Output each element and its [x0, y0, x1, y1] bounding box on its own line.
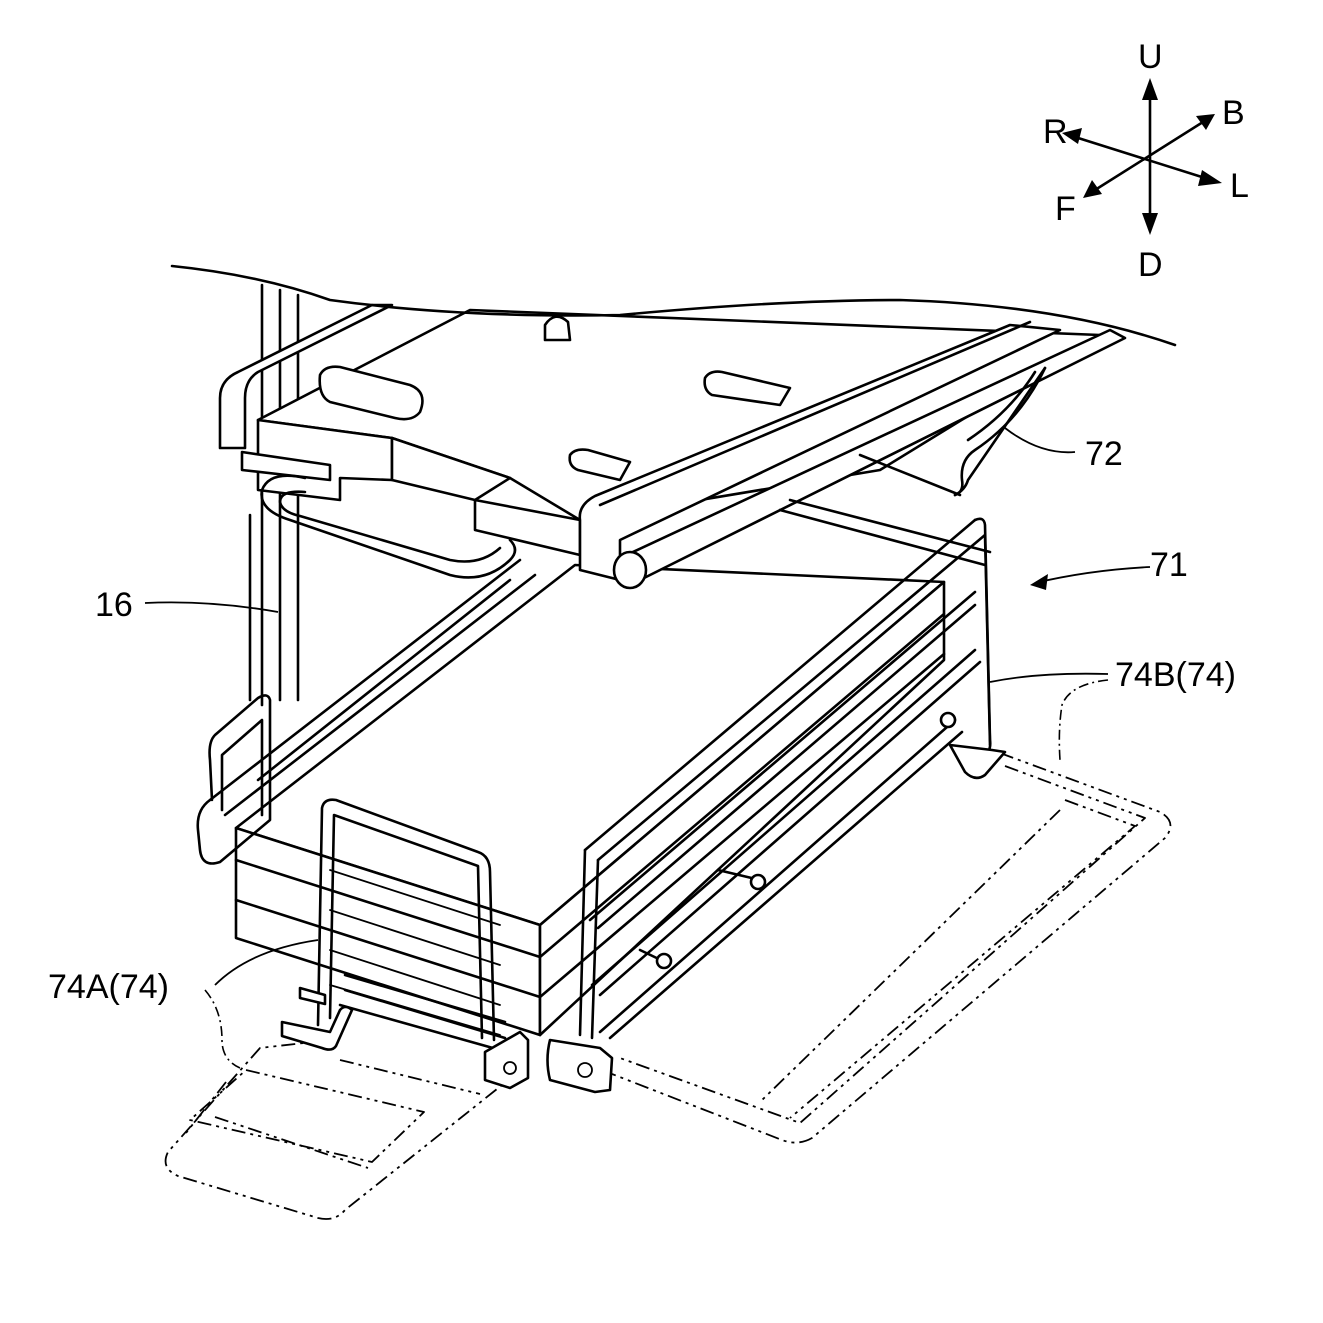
leader-lines — [144, 427, 1151, 1069]
compass-left-label: L — [1230, 167, 1249, 205]
label-74B: 74B(74) — [1115, 656, 1236, 694]
label-16: 16 — [95, 586, 133, 624]
step-bracket-74B — [948, 743, 1007, 780]
lower-frame-71 — [196, 517, 992, 1052]
compass-front-label: F — [1055, 190, 1076, 228]
cover-72 — [170, 264, 1177, 497]
hinge-brackets — [483, 1030, 614, 1094]
step-plate-left-phantom — [164, 1039, 503, 1220]
upper-structure — [218, 303, 1127, 590]
compass-up-label: U — [1138, 38, 1163, 76]
label-74A: 74A(74) — [48, 968, 169, 1006]
compass-back-label: B — [1222, 94, 1245, 132]
step-plate-right-phantom — [611, 752, 1172, 1144]
label-71: 71 — [1150, 546, 1188, 584]
compass-right-label: R — [1043, 113, 1068, 151]
direction-compass: U D B F R L — [1043, 38, 1249, 284]
label-72: 72 — [1085, 435, 1123, 473]
step-bracket-74A — [280, 986, 354, 1051]
compass-down-label: D — [1138, 246, 1163, 284]
